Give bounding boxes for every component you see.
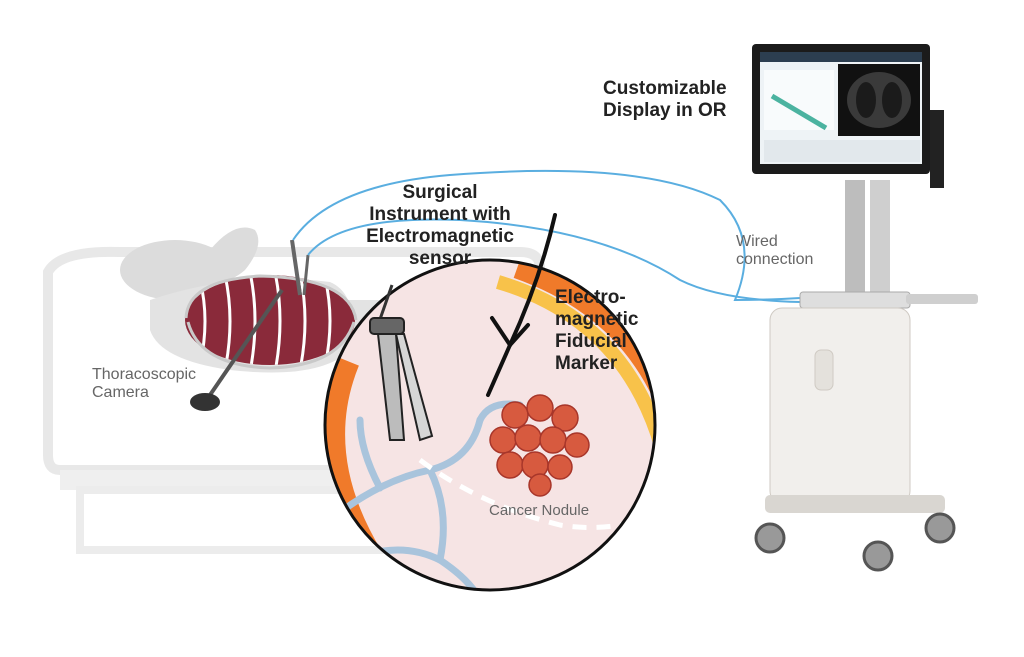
label-line: Instrument with xyxy=(369,203,511,225)
wired-connection-cable xyxy=(292,169,801,303)
fiducial-marker-icon xyxy=(486,213,557,397)
label-line: Electro- xyxy=(555,287,626,308)
label-line: Customizable xyxy=(603,78,727,99)
cancer-nodule-icon xyxy=(489,394,590,497)
label-surgical-instrument: Surgical Instrument with Electromagnetic… xyxy=(340,182,540,269)
instrument-forceps-icon xyxy=(369,284,434,442)
label-fiducial-marker: Electro- magnetic Fiducial Marker xyxy=(555,287,638,374)
label-cancer-nodule: Cancer Nodule xyxy=(489,502,590,519)
display-monitor xyxy=(752,44,944,188)
magnified-view xyxy=(323,258,657,592)
label-line: Wired xyxy=(736,233,778,250)
label-line: Display in OR xyxy=(603,99,727,121)
label-line: Camera xyxy=(92,384,149,402)
label-line: Marker xyxy=(555,352,618,374)
label-line: magnetic xyxy=(555,308,639,330)
instrument-small-icon xyxy=(290,239,310,296)
label-wired-connection: Wired connection xyxy=(736,233,813,270)
navigation-cart xyxy=(754,180,978,572)
label-line: Thoracoscopic xyxy=(92,366,197,383)
label-line: Fiducial xyxy=(555,330,627,352)
label-line: Surgical xyxy=(402,182,478,203)
camera-icon xyxy=(190,288,284,411)
label-line: connection xyxy=(736,251,814,269)
label-line: Electromagnetic xyxy=(366,225,514,247)
label-customizable-display: Customizable Display in OR xyxy=(603,78,727,122)
label-line: sensor xyxy=(408,247,472,269)
label-thoracoscopic-camera: Thoracoscopic Camera xyxy=(92,366,196,403)
